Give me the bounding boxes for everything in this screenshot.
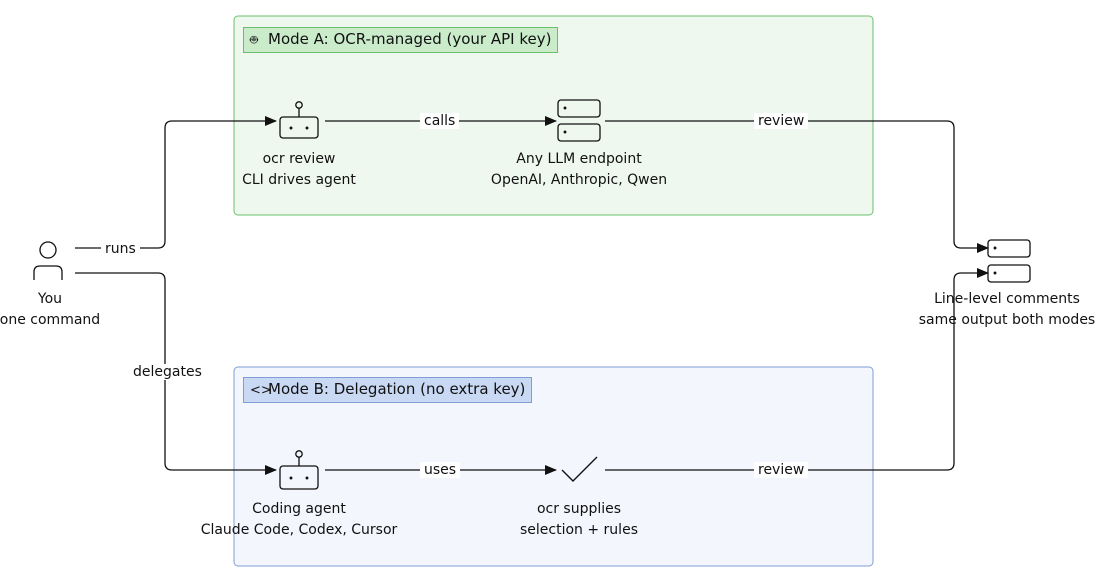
mode-a-group <box>233 15 874 216</box>
edge-label-uses: uses <box>420 462 461 478</box>
robot-icon <box>279 450 319 490</box>
output-subtitle: same output both modes <box>918 312 1096 328</box>
edge-label-review-b: review <box>754 462 809 478</box>
node-ocr-supplies-label: ocr supplies selection + rules <box>479 499 679 541</box>
edge-label-delegates: delegates <box>129 364 206 380</box>
edge-runs <box>75 116 277 249</box>
coding-agent-subtitle: Claude Code, Codex, Cursor <box>200 522 398 538</box>
you-subtitle: one command <box>0 312 101 328</box>
llm-endpoint-title: Any LLM endpoint <box>516 151 642 167</box>
node-ocr-review-label: ocr review CLI drives agent <box>199 149 399 191</box>
edge-review-a <box>605 120 989 253</box>
mode-b-title: <>Mode B: Delegation (no extra key) <box>243 377 533 403</box>
you-title: You <box>37 291 63 307</box>
ocr-review-subtitle: CLI drives agent <box>242 172 356 188</box>
output-title: Line-level comments <box>934 291 1080 307</box>
mode-b-title-text: Mode B: Delegation (no extra key) <box>268 380 526 398</box>
ocr-supplies-title: ocr supplies <box>536 501 622 517</box>
node-coding-agent-label: Coding agent Claude Code, Codex, Cursor <box>179 499 419 541</box>
person-icon <box>33 241 63 280</box>
ocr-review-title: ocr review <box>262 151 336 167</box>
coding-agent-title: Coding agent <box>252 501 346 517</box>
mode-a-title-text: Mode A: OCR-managed (your API key) <box>268 30 552 48</box>
server-icon <box>557 99 601 142</box>
llm-endpoint-subtitle: OpenAI, Anthropic, Qwen <box>490 172 668 188</box>
checkmark-icon <box>561 456 598 482</box>
server-icon <box>987 239 1031 283</box>
mode-a-title: 🤖︎ Mode A: OCR-managed (your API key) <box>243 27 559 53</box>
code-icon: <> <box>250 383 272 398</box>
node-you-label: You one command <box>0 289 120 331</box>
edge-label-runs: runs <box>101 241 140 257</box>
node-output-label: Line-level comments same output both mod… <box>917 289 1097 331</box>
robot-icon <box>279 101 319 139</box>
edge-label-calls: calls <box>420 113 460 129</box>
node-llm-endpoint-label: Any LLM endpoint OpenAI, Anthropic, Qwen <box>459 149 699 191</box>
robot-icon: 🤖︎ <box>250 33 258 48</box>
edge-review-b <box>605 268 989 471</box>
edge-label-review-a: review <box>754 113 809 129</box>
ocr-supplies-subtitle: selection + rules <box>520 522 638 538</box>
